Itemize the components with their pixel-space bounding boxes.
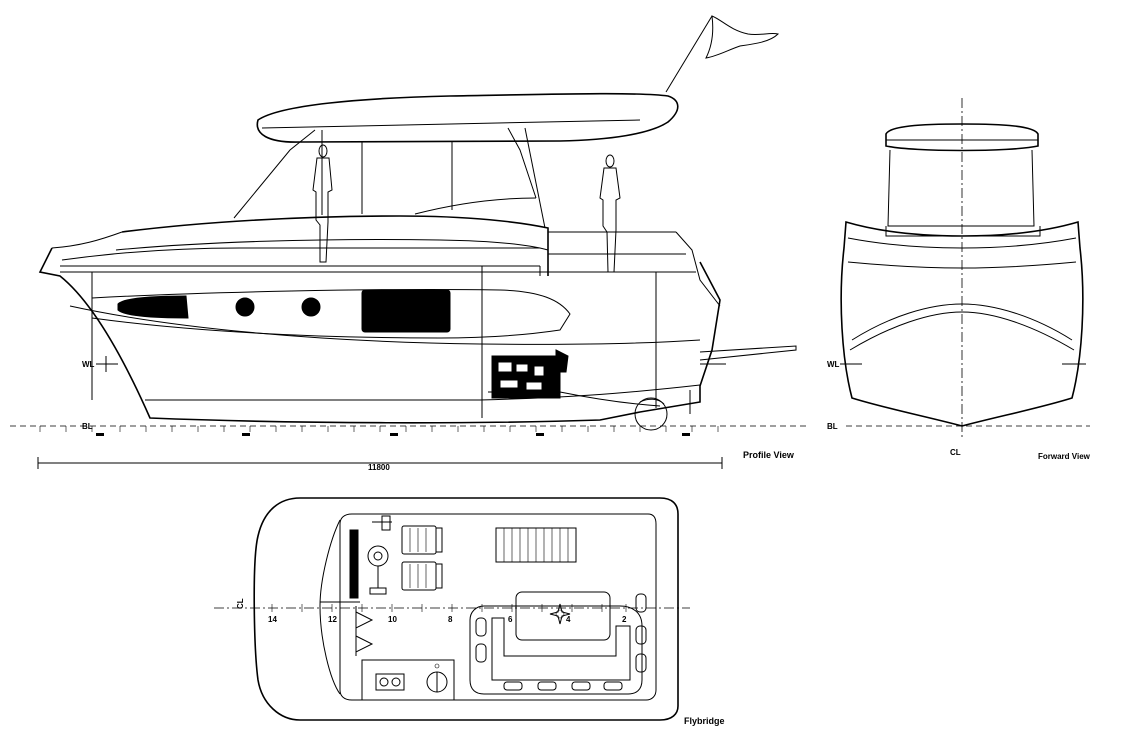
hull-outline: [38, 247, 721, 424]
station-label: 8: [448, 615, 453, 624]
stair-hatch: [495, 527, 577, 563]
hull-window: [117, 295, 189, 319]
station-label: 12: [328, 615, 337, 624]
wet-bar: [361, 659, 455, 701]
hardtop-front: [885, 123, 1039, 152]
helm-seat: [401, 561, 443, 591]
station-marks: 14 12 10 8 6 4 2: [268, 604, 657, 624]
station-label: 2: [622, 615, 627, 624]
wl-label: WL: [82, 360, 95, 369]
forward-view-title: Forward View: [1038, 452, 1091, 461]
fwd-bl-label: BL: [827, 422, 838, 431]
station-label: 10: [388, 615, 397, 624]
fly-cl-label: CL: [236, 598, 245, 609]
profile-view-title: Profile View: [743, 450, 795, 460]
bl-label: BL: [82, 422, 93, 431]
length-dimension-label: 11800: [368, 463, 390, 472]
forward-view: WL BL CL Forward View: [827, 98, 1091, 461]
profile-view: WL BL: [10, 15, 810, 472]
station-label: 6: [508, 615, 513, 624]
engine-icon: [488, 349, 569, 399]
table: [515, 591, 611, 641]
flybridge-outline: [253, 497, 679, 721]
helm-console: [349, 529, 389, 599]
flag-icon: [665, 15, 779, 93]
person-figure-icon: [312, 144, 333, 263]
u-seating: [469, 605, 643, 695]
station-label: 14: [268, 615, 277, 624]
porthole: [235, 297, 255, 317]
propeller: [634, 397, 668, 431]
flybridge-title: Flybridge: [684, 716, 725, 726]
hull-window: [361, 289, 451, 333]
hull-front-outline: [840, 220, 1084, 427]
station-label: 4: [566, 615, 571, 624]
hardtop-roof: [256, 92, 679, 143]
porthole: [301, 297, 321, 317]
fwd-cl-label: CL: [950, 448, 961, 457]
seat-cushions: [475, 593, 647, 691]
flybridge-plan: CL 14 12 10 8 6 4 2 Flybridge: [214, 497, 725, 726]
length-dimension: 11800: [37, 457, 723, 472]
fwd-wl-label: WL: [827, 360, 840, 369]
helm-seat: [401, 525, 443, 555]
station-ticks: [39, 426, 719, 436]
compass-rose-icon: [549, 603, 571, 625]
instrument-icon: [372, 515, 392, 531]
cabin-superstructure: [121, 215, 549, 276]
